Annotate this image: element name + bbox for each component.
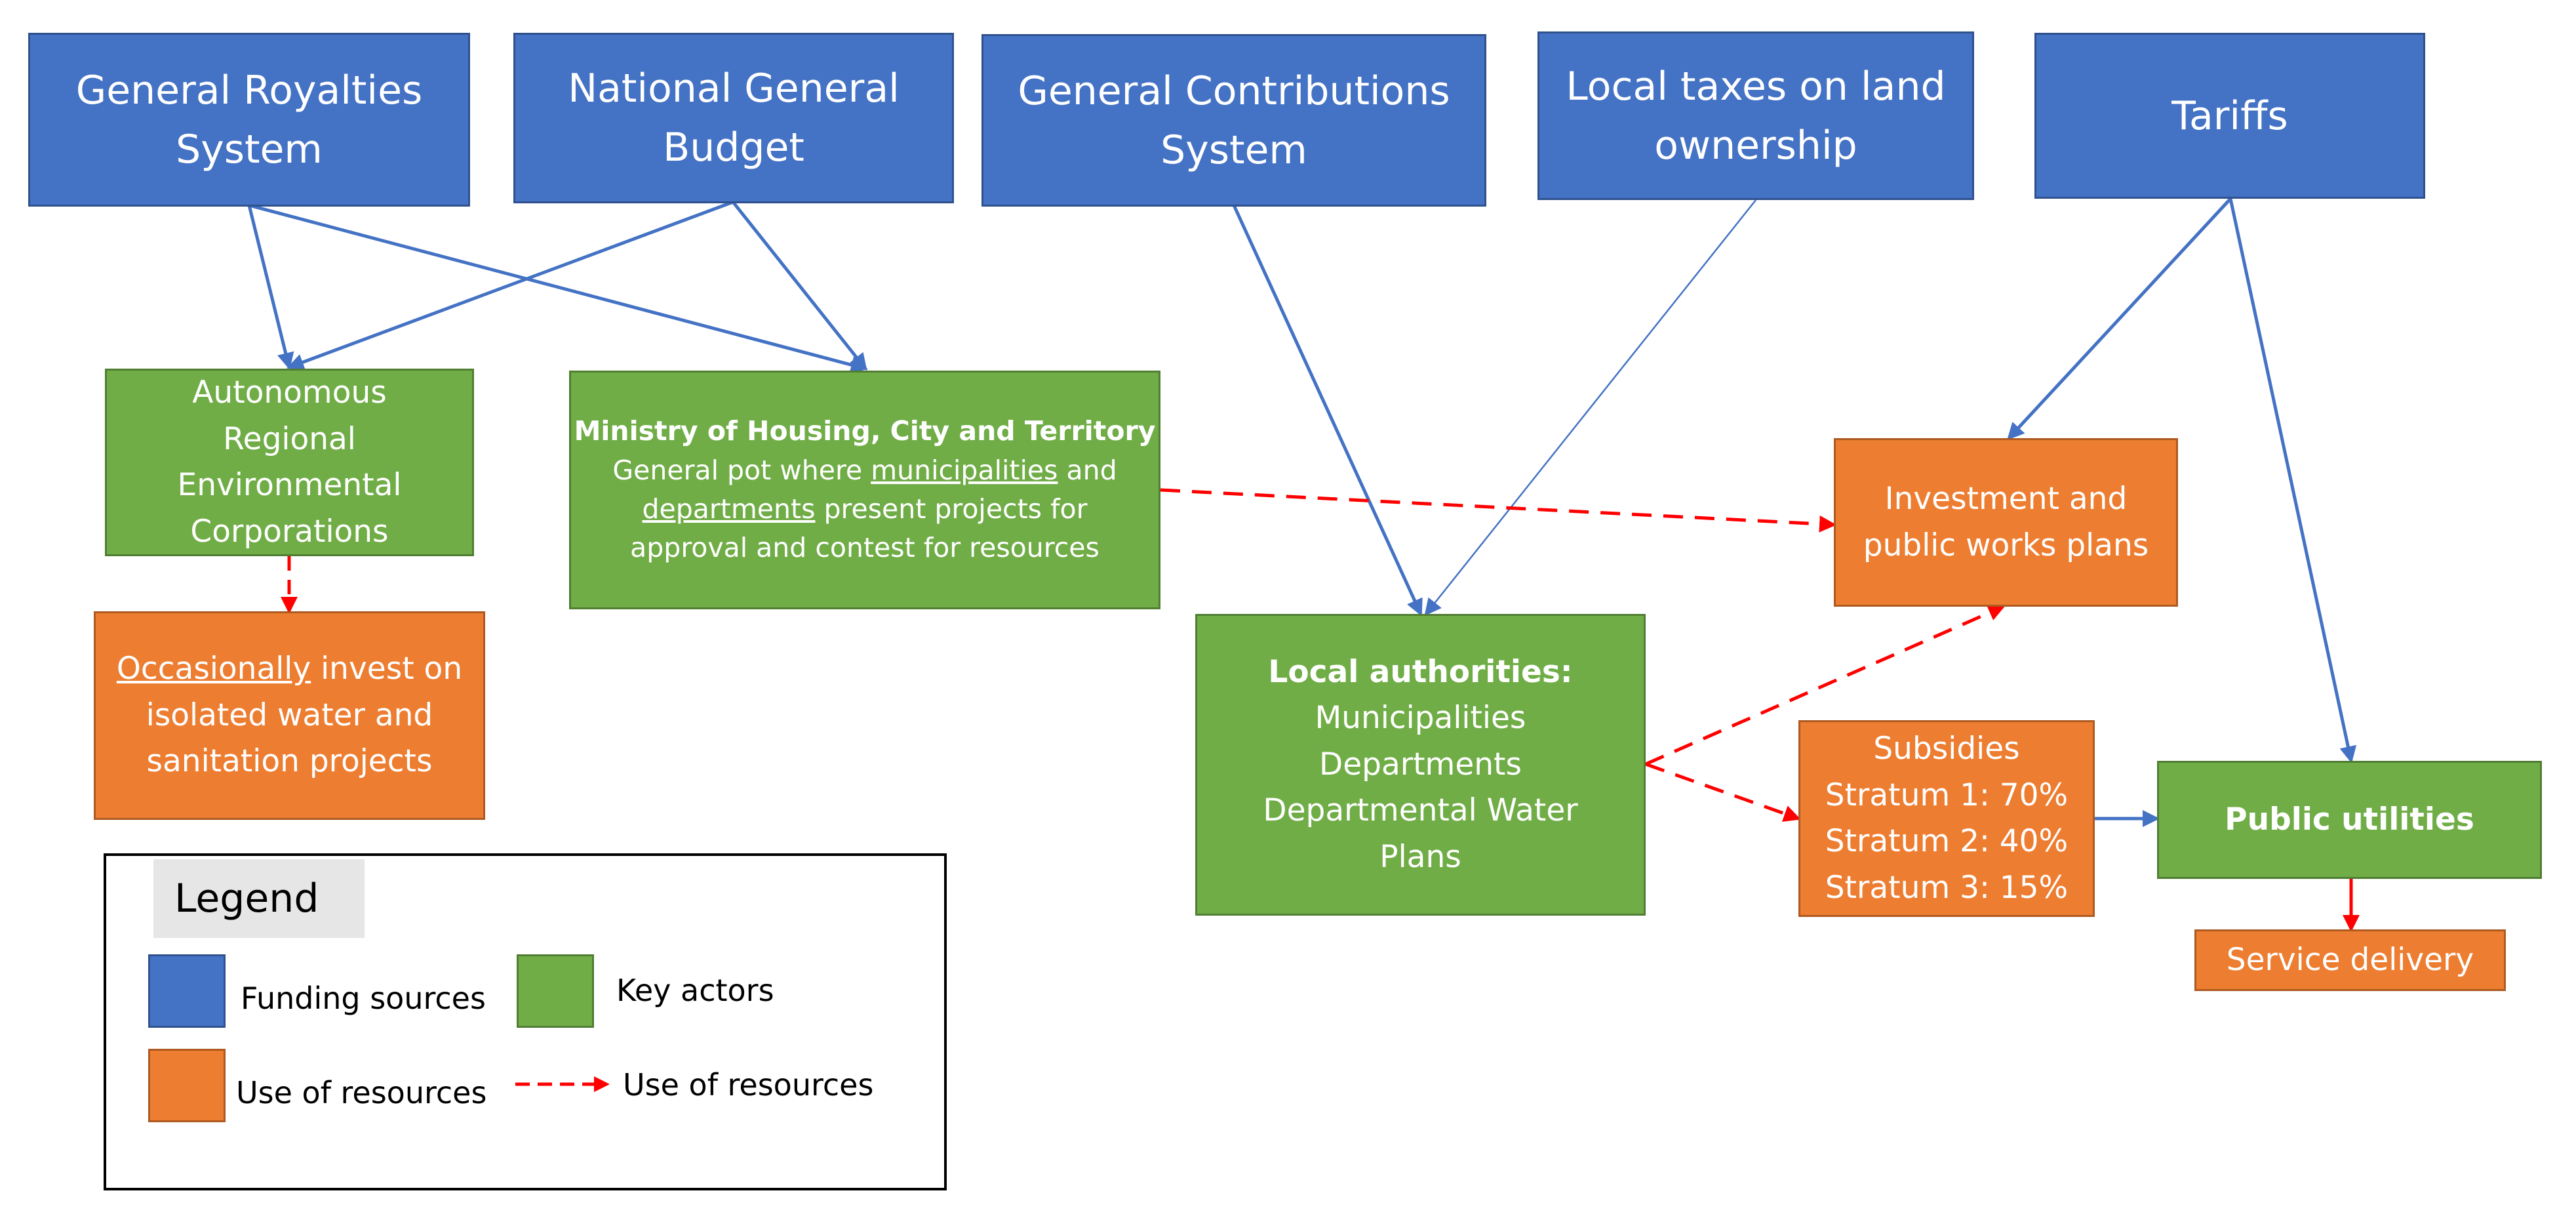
contributions-line-1: General Contributions [1018, 68, 1450, 114]
legend-dashed-arrow [515, 1076, 610, 1092]
local-title: Local authorities: [1268, 653, 1573, 690]
arrow-local-to-investment [1644, 604, 2006, 766]
car-line-1: Autonomous [192, 375, 387, 411]
budget-line-1: National General [568, 66, 900, 112]
budget-line-2: Budget [663, 125, 804, 171]
arrow-tariffs-to-investment [2007, 197, 2232, 440]
funding-general-contributions: General Contributions System [981, 34, 1486, 207]
local-line-1: Municipalities [1315, 700, 1526, 737]
legend-swatch-use [148, 1049, 226, 1122]
ministry-departments: departments [642, 493, 816, 525]
service-label: Service delivery [2226, 941, 2474, 978]
arrow-local-to-subsidies [1645, 762, 1801, 822]
legend-label-use: Use of resources [236, 1075, 487, 1110]
ministry-title: Ministry of Housing, City and Territory [574, 415, 1156, 447]
ministry-and: and [1058, 454, 1117, 486]
use-service-delivery: Service delivery [2194, 929, 2506, 991]
occasional-rest: invest on [311, 651, 463, 687]
occasional-line-1: Occasionally invest on [117, 646, 462, 693]
investment-line-2: public works plans [1863, 527, 2149, 563]
legend-title: Legend [153, 859, 365, 938]
subsidies-title: Subsidies [1873, 731, 2020, 767]
car-line-2: Regional [223, 420, 356, 457]
ministry-line-2: departments present projects for [643, 490, 1088, 529]
landtax-line-1: Local taxes on land [1566, 63, 1946, 110]
utilities-label: Public utilities [2225, 801, 2474, 838]
arrow-ministry-to-investment [1160, 488, 1836, 533]
tariffs-line-1: Tariffs [2171, 92, 2288, 139]
royalties-line-2: System [176, 126, 323, 173]
use-occasional-investment: Occasionally invest on isolated water an… [94, 611, 485, 820]
arrow-budget-to-car [287, 200, 734, 371]
use-investment-plans: Investment and public works plans [1834, 438, 2178, 607]
arrow-royalties-to-ministry [248, 203, 868, 373]
investment-line-1: Investment and [1884, 481, 2128, 517]
car-line-4: Corporations [190, 513, 389, 550]
actor-public-utilities: Public utilities [2157, 761, 2542, 879]
ministry-line-1-text: General pot where [612, 454, 871, 486]
funding-national-budget: National General Budget [513, 33, 954, 203]
actor-regional-corporations: Autonomous Regional Environmental Corpor… [105, 369, 474, 556]
legend-swatch-funding [148, 954, 226, 1028]
funding-general-royalties: General Royalties System [28, 33, 470, 207]
landtax-line-2: ownership [1654, 122, 1857, 169]
funding-local-land-taxes: Local taxes on land ownership [1537, 31, 1974, 200]
subsidies-stratum-1: Stratum 1: 70% [1825, 777, 2069, 813]
royalties-line-1: General Royalties [75, 67, 423, 113]
ministry-line-3: approval and contest for resources [630, 532, 1100, 564]
subsidies-stratum-3: Stratum 3: 15% [1825, 869, 2069, 906]
funding-tariffs: Tariffs [2034, 33, 2425, 199]
arrow-contributions-to-local [1232, 204, 1423, 617]
local-line-2: Departments [1319, 746, 1522, 782]
actor-local-authorities: Local authorities: Municipalities Depart… [1195, 614, 1646, 916]
arrow-landtax-to-local [1424, 199, 1756, 617]
arrow-budget-to-ministry [732, 201, 867, 371]
legend-label-funding: Funding sources [241, 981, 486, 1016]
legend-swatch-actors [517, 954, 594, 1028]
arrow-royalties-to-car [247, 205, 294, 370]
car-line-3: Environmental [177, 467, 402, 503]
legend-label-actors: Key actors [616, 973, 774, 1008]
local-line-4: Plans [1379, 838, 1461, 875]
subsidies-stratum-2: Stratum 2: 40% [1825, 823, 2069, 859]
arrow-tariffs-to-utilities [2229, 198, 2357, 763]
ministry-line-2-text: present projects for [815, 493, 1088, 525]
legend-label-use-arrow: Use of resources [623, 1067, 874, 1103]
local-line-3: Departmental Water [1263, 792, 1578, 829]
legend: Legend Funding sources Key actors Use of… [104, 853, 947, 1190]
contributions-line-2: System [1160, 127, 1307, 173]
occasional-underlined: Occasionally [116, 651, 311, 687]
use-subsidies: Subsidies Stratum 1: 70% Stratum 2: 40% … [1798, 720, 2095, 917]
ministry-line-1: General pot where municipalities and [612, 451, 1117, 490]
occasional-line-3: sanitation projects [146, 743, 433, 780]
occasional-line-2: isolated water and [146, 697, 433, 733]
ministry-municipalities: municipalities [871, 454, 1058, 486]
actor-ministry-housing: Ministry of Housing, City and Territory … [569, 371, 1160, 609]
